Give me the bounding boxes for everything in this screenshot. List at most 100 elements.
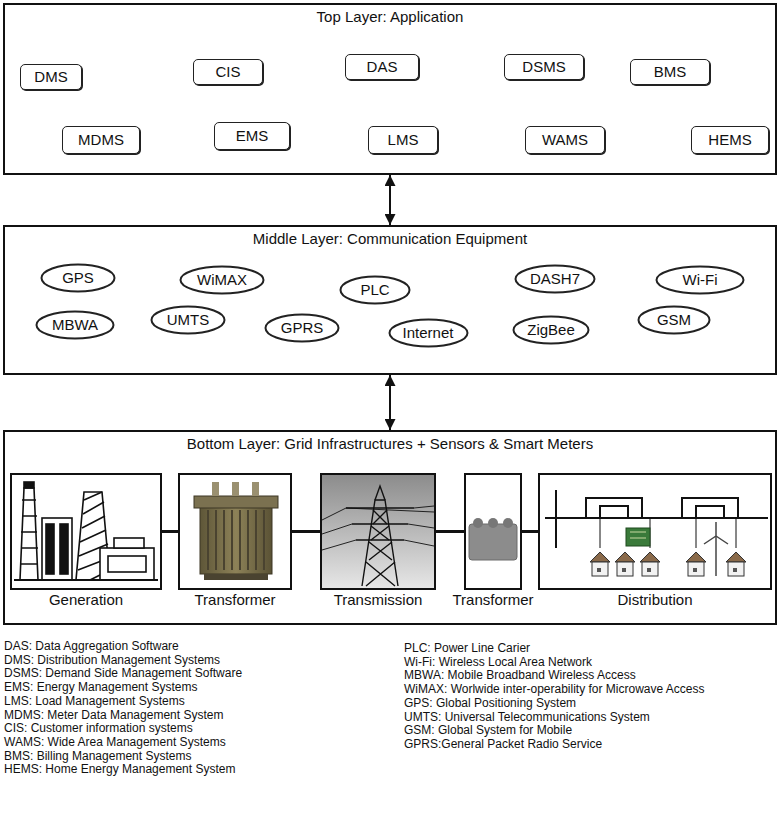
- abbreviation-line-wrap: PLC: Power Line Carier: [404, 638, 530, 656]
- abbreviation-line: BMS: Billing Management Systems: [4, 749, 191, 763]
- abbreviation-line-wrap: WAMS: Wide Area Management Systems: [4, 732, 226, 750]
- component-label: Transformer: [194, 591, 275, 608]
- component-label: Distribution: [617, 591, 692, 608]
- technology-ellipse: Wi-Fi: [655, 265, 745, 295]
- component-label: Transformer: [452, 591, 533, 608]
- application-name: LMS: [388, 131, 419, 148]
- ellipse-shape: [516, 266, 595, 293]
- abbreviation-line-wrap: DMS: Distribution Management Systems: [4, 650, 220, 668]
- ellipse-shape: [37, 312, 114, 339]
- grid-link-line: [292, 530, 320, 533]
- component-label: Generation: [49, 591, 123, 608]
- application-name: DMS: [34, 68, 67, 85]
- application-name: DAS: [367, 58, 398, 75]
- application-box: MDMS: [62, 126, 140, 154]
- application-name: EMS: [236, 127, 269, 144]
- abbreviation-line-wrap: DAS: Data Aggregation Software: [4, 636, 179, 654]
- application-name: HEMS: [708, 131, 751, 148]
- pole-transformer-drawing: [469, 518, 517, 560]
- technology-name: Internet: [403, 324, 454, 341]
- application-box: WAMS: [525, 126, 605, 154]
- layer-title: Top Layer: Application: [317, 8, 464, 25]
- technology-ellipse: GSM: [637, 305, 711, 335]
- technology-name: GSM: [657, 311, 691, 328]
- application-name: CIS: [215, 63, 240, 80]
- transmission-tower-drawing: [322, 475, 434, 588]
- abbreviation-line: DMS: Distribution Management Systems: [4, 653, 220, 667]
- grid-link-line: [162, 530, 178, 533]
- ellipse-shape: [639, 307, 710, 334]
- grid-component-frame: Distribution: [538, 473, 772, 590]
- technology-name: DASH7: [530, 270, 580, 287]
- technology-ellipse: PLC: [339, 275, 411, 305]
- technology-name: UMTS: [167, 311, 210, 328]
- abbreviation-line: GPRS:General Packet Radio Service: [404, 737, 602, 751]
- ellipse-shape: [181, 267, 264, 294]
- grid-component-frame: Generation: [10, 473, 162, 590]
- abbreviation-line: LMS: Load Management Systems: [4, 694, 185, 708]
- ellipse-shape: [514, 317, 589, 344]
- technology-ellipse: UMTS: [150, 305, 226, 335]
- application-box: DSMS: [504, 54, 584, 80]
- layer-arrow: [389, 175, 391, 225]
- power-plant-drawing: [14, 482, 158, 580]
- component-label-wrap: Distribution: [617, 591, 692, 609]
- technology-name: WiMAX: [197, 271, 247, 288]
- abbreviation-line-wrap: DSMS: Demand Side Management Software: [4, 663, 242, 681]
- abbreviation-line: Wi-Fi: Wireless Local Area Network: [404, 655, 592, 669]
- abbreviation-line-wrap: Wi-Fi: Wireless Local Area Network: [404, 652, 592, 670]
- component-label-wrap: Transformer: [452, 591, 533, 609]
- abbreviation-line-wrap: GSM: Global System for Mobile: [404, 720, 572, 738]
- abbreviation-line: MBWA: Mobile Broadband Wireless Access: [404, 668, 636, 682]
- technology-name: PLC: [360, 281, 389, 298]
- component-label-wrap: Generation: [49, 591, 123, 609]
- layer-panel: Top Layer: ApplicationDMS CIS DAS DSMS BMS MD…: [3, 3, 777, 175]
- application-name: DSMS: [522, 58, 565, 75]
- abbreviation-line-wrap: GPS: Global Positioning System: [404, 693, 576, 711]
- technology-name: MBWA: [52, 316, 98, 333]
- technology-ellipse: Internet: [388, 318, 469, 348]
- distribution-network-drawing: [545, 490, 768, 576]
- abbreviation-line: CIS: Customer information systems: [4, 721, 193, 735]
- abbreviation-line-wrap: LMS: Load Management Systems: [4, 691, 185, 709]
- abbreviation-line-wrap: EMS: Energy Management Systems: [4, 677, 197, 695]
- technology-ellipse: WiMAX: [179, 265, 265, 295]
- abbreviation-line-wrap: BMS: Billing Management Systems: [4, 746, 191, 764]
- application-box: CIS: [193, 59, 263, 85]
- layer-panel: Middle Layer: Communication EquipmentGPS…: [3, 225, 777, 375]
- application-name: BMS: [654, 63, 687, 80]
- abbreviation-line-wrap: UMTS: Universal Telecommunications Syste…: [404, 707, 650, 725]
- layer-title-wrap: Top Layer: Application: [5, 8, 775, 26]
- abbreviation-line-wrap: GPRS:General Packet Radio Service: [404, 734, 602, 752]
- abbreviation-line: GPS: Global Positioning System: [404, 696, 576, 710]
- technology-name: GPRS: [281, 319, 324, 336]
- layer-title: Middle Layer: Communication Equipment: [253, 230, 527, 247]
- ellipse-shape: [266, 315, 339, 342]
- application-box: HEMS: [691, 126, 769, 154]
- application-box: DAS: [345, 54, 419, 80]
- ellipse-shape: [341, 277, 410, 304]
- transformer-drawing: [194, 482, 278, 580]
- technology-name: GPS: [62, 269, 94, 286]
- component-label-wrap: Transformer: [194, 591, 275, 609]
- technology-ellipse: MBWA: [35, 310, 115, 340]
- grid-component-frame: Transformer: [464, 473, 522, 590]
- layer-title-wrap: Bottom Layer: Grid Infrastructures + Sen…: [5, 435, 775, 453]
- grid-link-line: [436, 530, 464, 533]
- component-label: Transmission: [334, 591, 423, 608]
- abbreviation-line-wrap: MDMS: Meter Data Management System: [4, 705, 223, 723]
- abbreviation-line: UMTS: Universal Telecommunications Syste…: [404, 710, 650, 724]
- technology-ellipse: ZigBee: [512, 315, 590, 345]
- application-name: MDMS: [78, 131, 124, 148]
- technology-ellipse: GPS: [40, 263, 116, 293]
- abbreviation-line: WAMS: Wide Area Management Systems: [4, 735, 226, 749]
- ellipse-shape: [42, 265, 115, 292]
- abbreviation-line: PLC: Power Line Carier: [404, 641, 530, 655]
- abbreviation-line: DAS: Data Aggregation Software: [4, 639, 179, 653]
- application-box: LMS: [368, 126, 438, 154]
- layer-arrow: [389, 375, 391, 430]
- abbreviation-line: EMS: Energy Management Systems: [4, 680, 197, 694]
- abbreviation-line: WiMAX: Worlwide inter-operability for Mi…: [404, 682, 705, 696]
- technology-name: Wi-Fi: [683, 271, 718, 288]
